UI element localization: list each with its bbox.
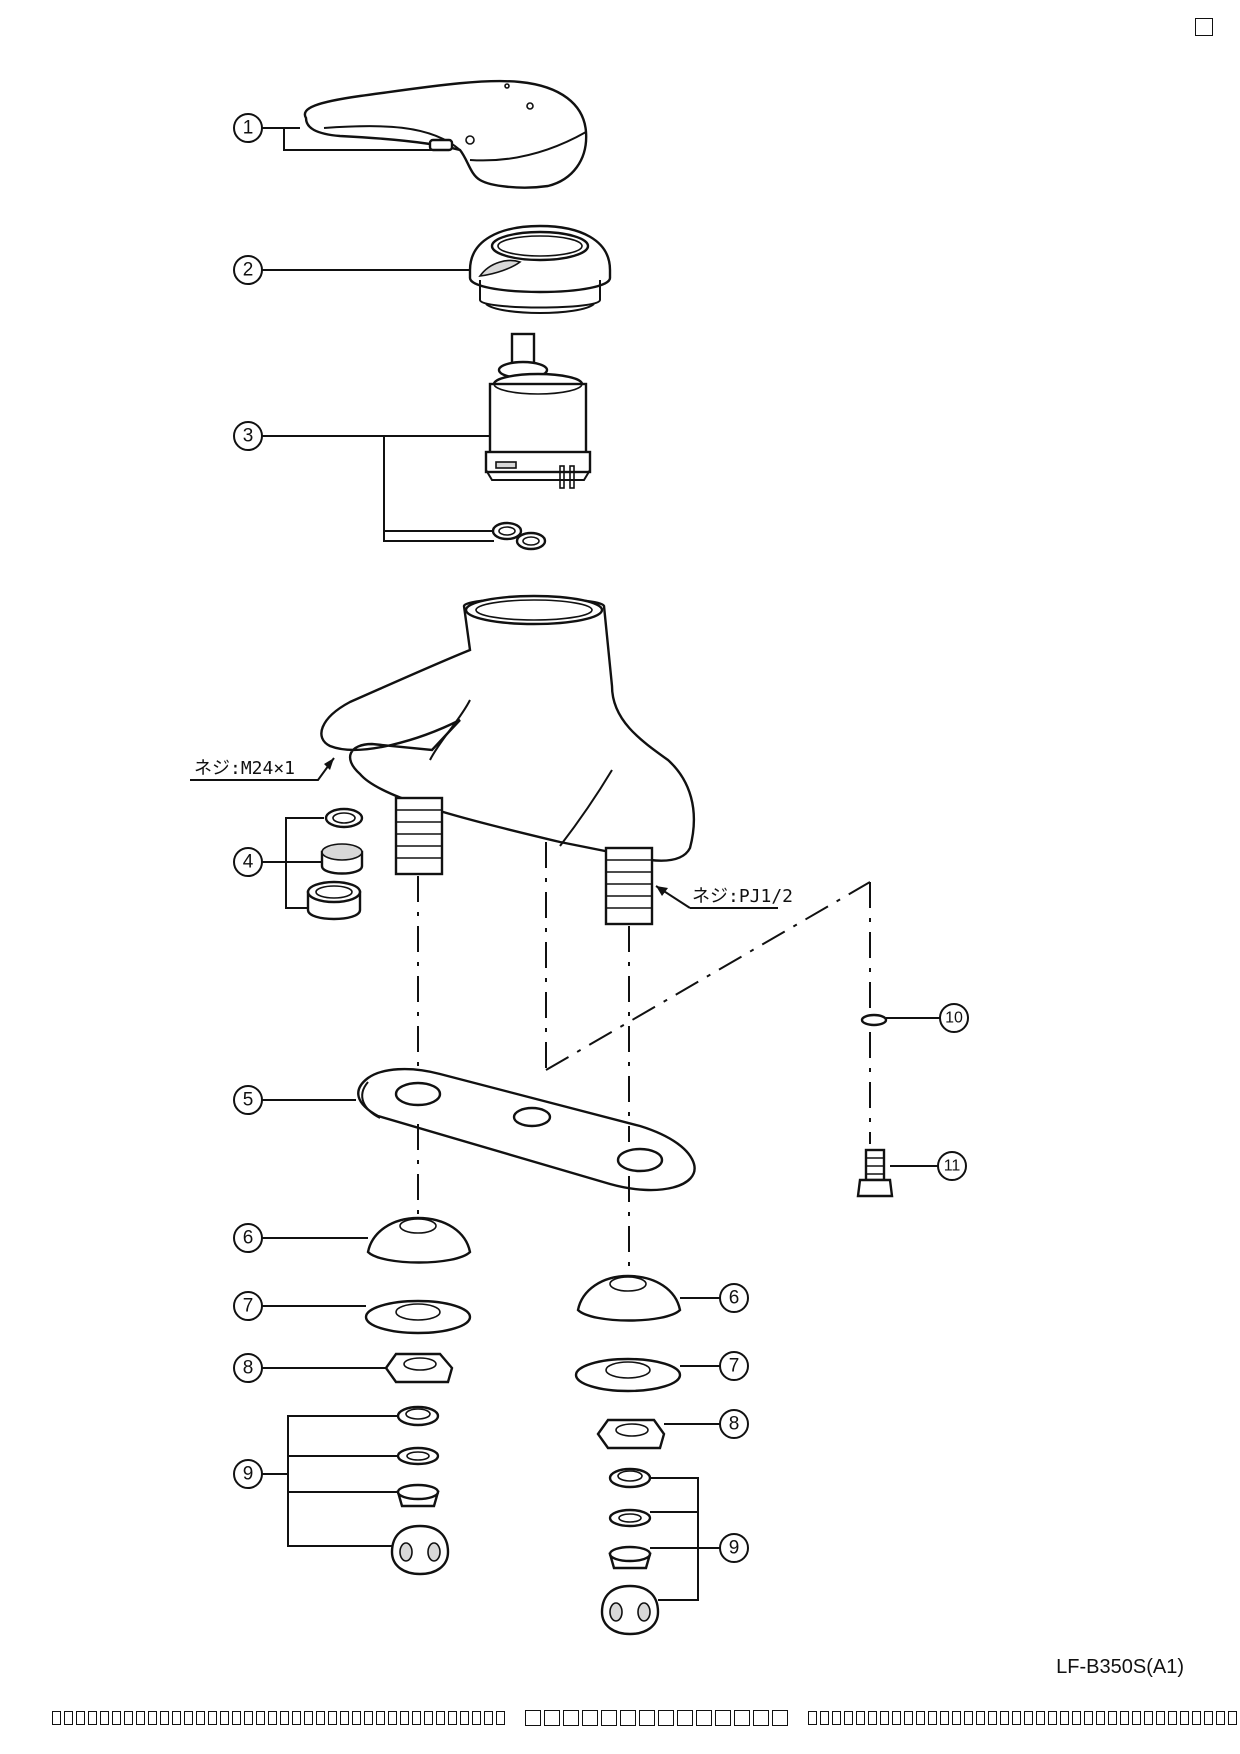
leader-lines [190,127,940,1601]
assembly-center-lines [417,842,871,1274]
callout-8-left: 8 [233,1353,263,1383]
callout-11: 11 [937,1151,967,1181]
part-5-base-plate [357,1067,696,1192]
part-4-aerator-set [306,807,364,921]
svg-text:6: 6 [729,1288,740,1309]
callout-1: 1 [233,113,263,143]
part-1-lever-handle [303,79,588,189]
svg-text:6: 6 [243,1228,254,1249]
callout-9-right: 9 [719,1533,749,1563]
svg-text:7: 7 [729,1356,740,1377]
svg-text:1: 1 [243,118,254,139]
left-mounting-stack [364,1216,472,1576]
svg-text:4: 4 [243,852,254,873]
right-mounting-stack [574,1274,682,1636]
callout-2: 2 [233,255,263,285]
svg-text:8: 8 [243,1358,254,1379]
callout-4: 4 [233,847,263,877]
part-2-cover-cap [468,224,612,314]
callout-7-right: 7 [719,1351,749,1381]
callout-9-left: 9 [233,1459,263,1489]
svg-text:5: 5 [243,1090,254,1111]
note-thread-inlet: ネジ:PJ1/2 [692,886,793,907]
callout-5: 5 [233,1085,263,1115]
part-10-washer [860,1013,888,1027]
part-3-cartridge [484,332,592,551]
inlet-cold [604,846,654,926]
svg-text:3: 3 [243,426,254,447]
callout-10: 10 [939,1003,969,1033]
inlet-hot [394,796,444,876]
svg-text:8: 8 [729,1414,740,1435]
svg-text:7: 7 [243,1296,254,1317]
model-code: LF-B350S(A1) [1056,1656,1184,1678]
callout-6-right: 6 [719,1283,749,1313]
callout-7-left: 7 [233,1291,263,1321]
part-11-fitting [856,1148,894,1198]
svg-text:2: 2 [243,260,254,281]
corner-checkbox [1195,18,1213,36]
svg-text:10: 10 [945,1010,963,1027]
callout-3: 3 [233,421,263,451]
svg-text:11: 11 [944,1158,961,1175]
callout-8-right: 8 [719,1409,749,1439]
svg-text:9: 9 [243,1464,254,1485]
svg-text:9: 9 [729,1538,740,1559]
footer-glyph-strip [52,1710,1237,1726]
callout-6-left: 6 [233,1223,263,1253]
faucet-body [320,594,696,926]
note-thread-spout: ネジ:M24×1 [194,758,295,779]
